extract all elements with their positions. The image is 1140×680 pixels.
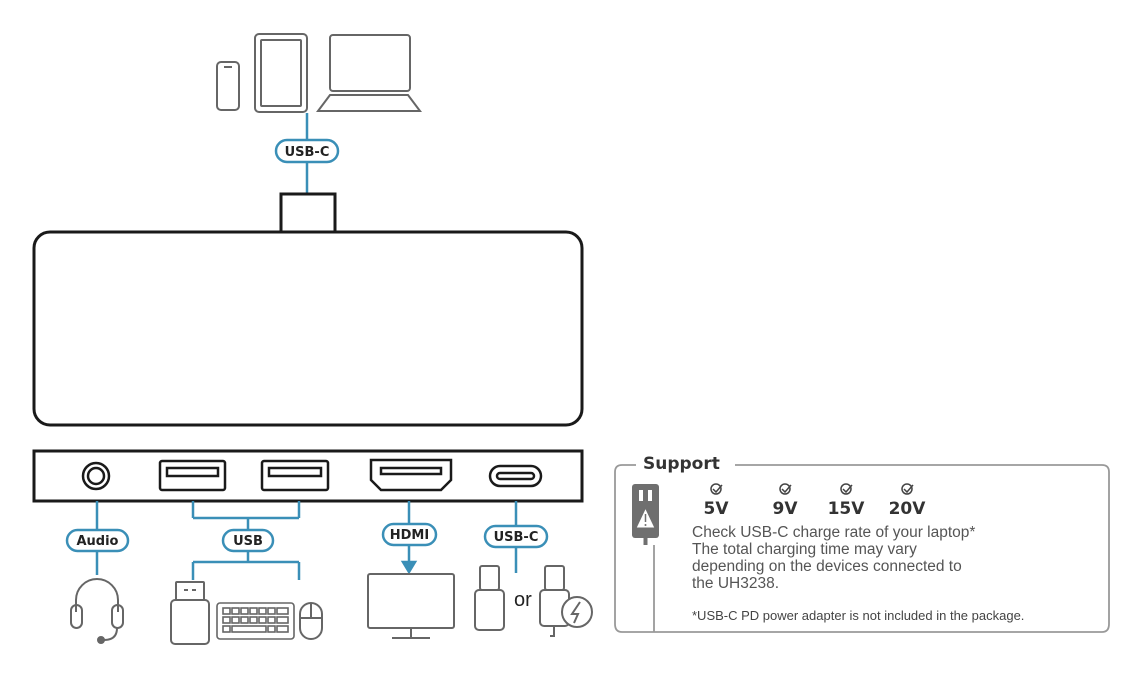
voltage-20v: 20V <box>889 499 927 519</box>
laptop-icon <box>316 34 422 112</box>
usb-c-port-icon <box>488 464 543 488</box>
charging-icon <box>561 596 593 628</box>
hub-body-top <box>32 230 584 427</box>
usb-drive-icon <box>170 581 210 645</box>
hdmi-label-text: HDMI <box>390 528 429 543</box>
support-panel: Support <box>614 454 1110 633</box>
check-icon <box>779 483 792 495</box>
support-footnote: *USB-C PD power adapter is not included … <box>692 608 1024 623</box>
voltage-item: 9V <box>773 483 799 519</box>
support-note-line: The total charging time may vary <box>692 541 917 558</box>
voltage-item: 20V <box>889 483 927 519</box>
audio-label-text: Audio <box>76 534 118 549</box>
keyboard-icon <box>216 602 295 640</box>
power-plug-icon <box>539 565 570 637</box>
tablet-icon <box>254 33 308 113</box>
audio-label: Audio <box>65 528 130 553</box>
voltage-15v: 15V <box>828 499 866 519</box>
or-text: or <box>514 589 532 611</box>
voltage-5v: 5V <box>704 499 730 519</box>
monitor-icon <box>367 573 455 639</box>
hub-connector <box>279 192 337 236</box>
hdmi-port-icon <box>369 458 453 492</box>
usb-label-text: USB <box>233 534 263 549</box>
check-icon <box>901 483 914 495</box>
voltage-item: 5V <box>704 483 730 519</box>
support-note-line: Check USB-C charge rate of your laptop* <box>692 524 975 541</box>
usb-a-port-icon <box>158 459 227 492</box>
support-title: Support <box>643 454 720 474</box>
usb-a-port-icon <box>260 459 330 492</box>
support-note-line: the UH3238. <box>692 575 779 592</box>
audio-jack-icon <box>81 461 111 491</box>
check-icon <box>710 483 723 495</box>
warning-icon <box>635 506 656 529</box>
hdmi-label: HDMI <box>381 522 438 547</box>
top-usbc-text: USB-C <box>285 145 330 160</box>
bottom-usbc-label-text: USB-C <box>494 530 539 545</box>
voltage-item: 15V <box>828 483 866 519</box>
top-usbc-label: USB-C <box>274 138 340 164</box>
usb-c-plug-icon <box>474 565 505 631</box>
wall-adapter-icon <box>632 484 659 632</box>
phone-icon <box>216 61 240 111</box>
voltage-9v: 9V <box>773 499 799 519</box>
voltage-list: 5V 9V 15V 20V <box>704 483 927 519</box>
bottom-usbc-label: USB-C <box>483 524 549 549</box>
headset-icon <box>70 578 124 644</box>
usb-label: USB <box>221 528 275 553</box>
support-note-line: depending on the devices connected to <box>692 558 962 575</box>
mouse-icon <box>299 602 323 640</box>
check-icon <box>840 483 853 495</box>
